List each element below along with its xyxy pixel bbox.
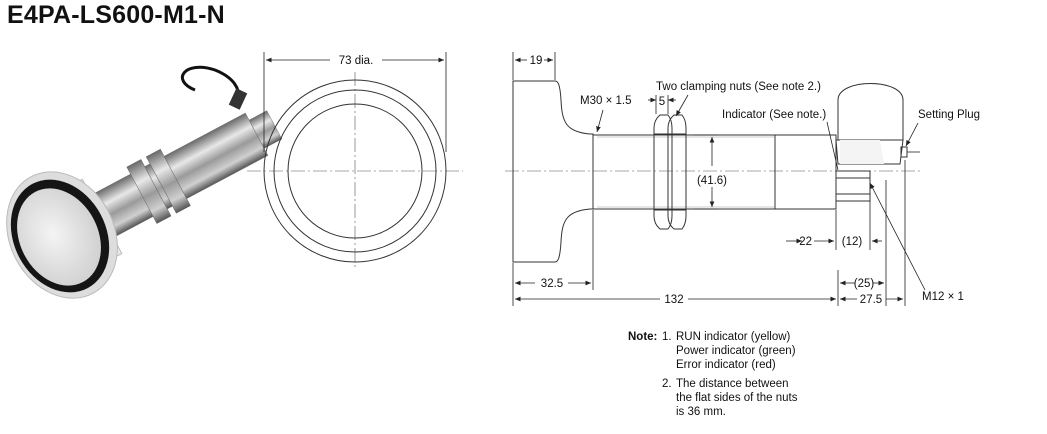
dim-41-6: (41.6) bbox=[697, 175, 727, 187]
indicator-label: Indicator (See note.) bbox=[722, 109, 826, 121]
front-diameter-label: 73 dia. bbox=[339, 55, 374, 67]
note-line: The distance between bbox=[676, 378, 789, 390]
note-number: 2. bbox=[662, 378, 672, 390]
side-view: 19 M30 × 1.5 5 Two clamping nuts (See no… bbox=[505, 52, 980, 306]
notes-block: Note: 1. RUN indicator (yellow) Power in… bbox=[628, 330, 797, 419]
model-title: E4PA-LS600-M1-N bbox=[7, 1, 225, 29]
note-line: Error indicator (red) bbox=[676, 359, 776, 371]
dim-22: 22 bbox=[799, 236, 812, 248]
note-line: Power indicator (green) bbox=[676, 345, 796, 357]
clamping-nuts bbox=[653, 114, 687, 230]
note-number: 1. bbox=[662, 331, 672, 343]
setting-plug bbox=[835, 83, 920, 165]
note-item-2: 2. The distance between the flat sides o… bbox=[628, 377, 797, 419]
note-line: is 36 mm. bbox=[676, 406, 726, 418]
dim-19: 19 bbox=[530, 55, 543, 67]
dim-27-5: 27.5 bbox=[860, 294, 882, 306]
notes-heading: Note: bbox=[628, 331, 658, 343]
dim-12: (12) bbox=[842, 236, 863, 248]
connector-label: M12 × 1 bbox=[922, 291, 964, 303]
dim-25: (25) bbox=[854, 278, 875, 290]
note-line: the flat sides of the nuts bbox=[676, 392, 798, 404]
setting-plug-label: Setting Plug bbox=[918, 109, 980, 121]
note-item-1: Note: 1. RUN indicator (yellow) Power in… bbox=[628, 330, 797, 372]
note-line: RUN indicator (yellow) bbox=[676, 331, 791, 343]
dim-32-5: 32.5 bbox=[541, 278, 563, 290]
nuts-label: Two clamping nuts (See note 2.) bbox=[656, 81, 821, 93]
thread-label: M30 × 1.5 bbox=[580, 95, 631, 107]
dim-5: 5 bbox=[659, 96, 665, 108]
sensor-photo bbox=[6, 65, 283, 299]
front-view: 73 dia. bbox=[247, 52, 463, 270]
dim-132: 132 bbox=[664, 294, 683, 306]
